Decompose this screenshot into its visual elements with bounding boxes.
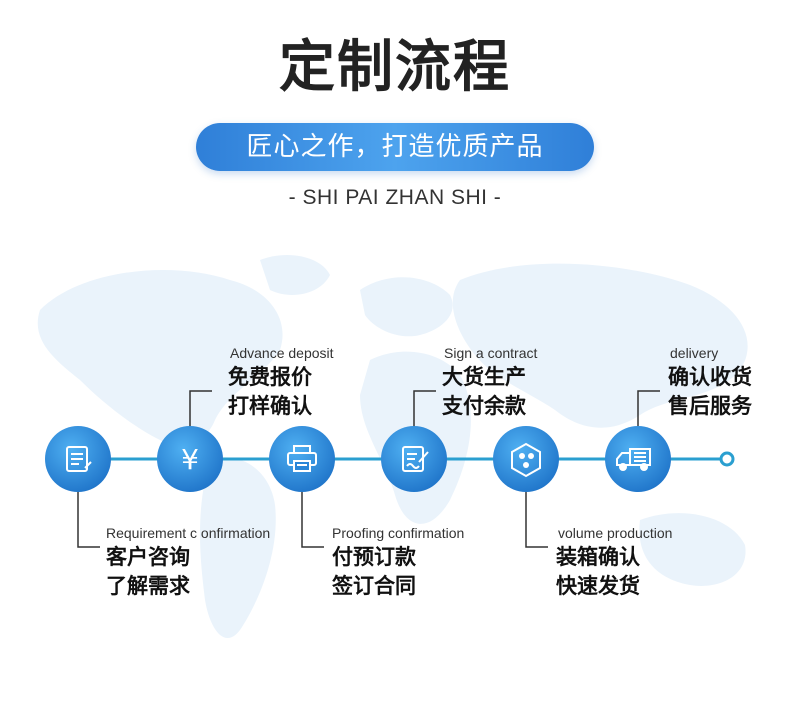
step-5-label-line-2: 快速发货 [556,574,640,598]
step-2-english-label: Advance deposit [230,345,334,361]
printer-icon [287,445,317,472]
step-6-label-line-2: 售后服务 [668,394,752,418]
step-5-english-label: volume production [558,525,673,541]
document-icon [66,446,92,472]
step-4-label-line-2: 支付余款 [442,394,526,418]
step-node-5 [493,426,559,492]
step-3-label-line-1: 付预订款 [332,545,416,569]
world-map-background [37,255,748,639]
yen-icon: ¥ [181,443,199,476]
connector-3 [301,490,324,548]
connector-2 [189,390,212,428]
step-2-label-line-1: 免费报价 [228,365,312,389]
step-4-english-label: Sign a contract [444,345,538,361]
truck-icon [616,448,651,471]
step-1-label-line-1: 客户咨询 [106,545,190,569]
step-node-3 [269,426,335,492]
subtitle-banner: 匠心之作，打造优质产品 [196,123,594,171]
step-6-label-line-1: 确认收货 [668,365,752,389]
step-node-2: ¥ [157,426,223,492]
production-icon [511,442,541,478]
step-1-english-label: Requirement c onfirmation [106,525,271,541]
connector-1 [77,490,100,548]
sign-document-icon [402,446,429,472]
step-node-1 [45,426,111,492]
step-5-label-line-1: 装箱确认 [556,545,640,569]
connector-4 [413,390,436,428]
tagline: - SHI PAI ZHAN SHI - [288,186,502,209]
step-4-label-line-1: 大货生产 [442,365,526,389]
step-1-label-line-2: 了解需求 [106,574,190,598]
page-title: 定制流程 [279,35,511,100]
step-3-english-label: Proofing confirmation [332,525,465,541]
step-node-6 [605,426,671,492]
step-3-label-line-2: 签订合同 [332,574,416,598]
step-2-label-line-2: 打样确认 [228,394,312,418]
connector-6 [637,390,660,428]
step-node-4 [381,426,447,492]
step-6-english-label: delivery [670,345,719,361]
timeline-end-dot [719,451,735,467]
connector-5 [525,490,548,548]
